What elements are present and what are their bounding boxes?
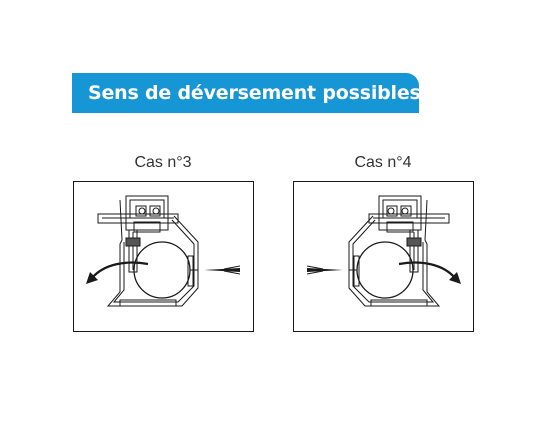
case-3-diagram (73, 181, 254, 332)
housing-outline (348, 199, 441, 307)
outlet-arrow (398, 261, 456, 279)
inlet-arrow (306, 265, 343, 275)
section-title: Sens de déversement possibles : (88, 82, 435, 104)
drum-flange (187, 255, 194, 287)
outlet-arrow (91, 261, 149, 279)
horizontal-beam (97, 213, 179, 224)
case-3-label: Cas n°3 (134, 154, 192, 171)
machine-drawing (348, 195, 450, 307)
top-block (378, 195, 422, 231)
drum (133, 241, 191, 299)
inlet-arrow (204, 265, 241, 275)
case-4-drawing (306, 195, 461, 307)
case-4-diagram (293, 181, 474, 332)
drum-flange (353, 255, 360, 287)
section-banner: Sens de déversement possibles : (72, 73, 435, 113)
vertical-rod (409, 229, 419, 273)
horizontal-beam (368, 213, 450, 224)
outlet-arrowhead (449, 272, 461, 284)
vertical-rod (128, 229, 138, 273)
case-4-label: Cas n°4 (354, 154, 412, 171)
outlet-arrowhead (86, 272, 98, 284)
drum (356, 241, 414, 299)
top-block (125, 195, 169, 231)
housing-inner (352, 219, 435, 303)
housing-inner (112, 219, 195, 303)
case-3-drawing (86, 195, 241, 307)
housing-outline (106, 199, 199, 307)
machine-drawing (97, 195, 199, 307)
